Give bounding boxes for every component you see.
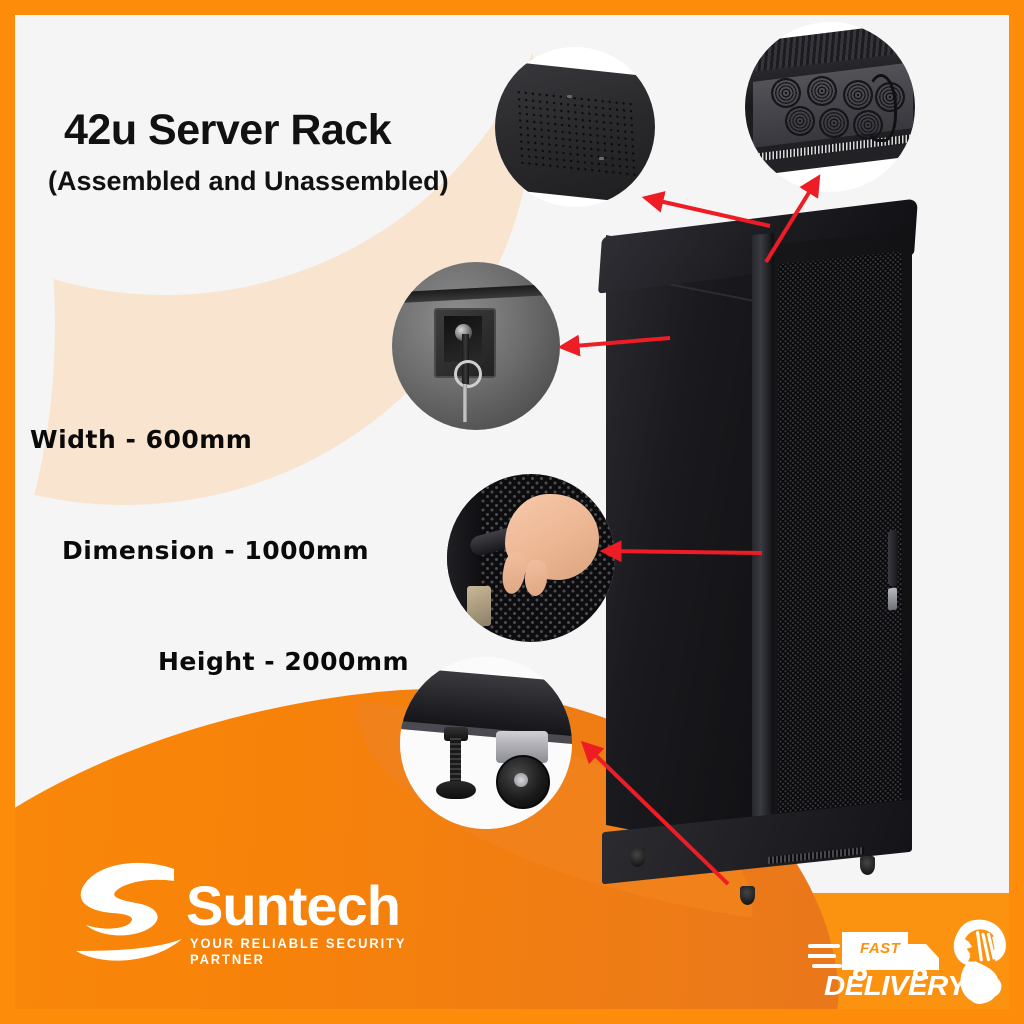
keyring-icon <box>454 360 482 388</box>
key-blade <box>463 384 467 422</box>
door-lock-barrel <box>467 586 491 626</box>
power-cable <box>865 74 897 142</box>
spec-dimension: Dimension - 1000mm <box>62 536 370 565</box>
cooling-fan-icon <box>807 76 837 106</box>
panel-screw <box>599 157 604 160</box>
cooling-fan-icon <box>785 106 815 136</box>
fast-delivery-badge: FAST DELIVERY <box>808 918 1008 1014</box>
cooling-fan-icon <box>771 78 801 108</box>
brand-name: Suntech <box>186 874 401 937</box>
product-subtitle: (Assembled and Unassembled) <box>48 166 449 196</box>
rack-door-handle <box>888 529 898 587</box>
caster-wheel-and-leveling-foot-detail <box>400 657 572 829</box>
suntech-swoosh-mark-icon <box>76 862 182 961</box>
panel-screw <box>567 95 572 98</box>
cooling-fan-icon <box>819 108 849 138</box>
delivery-truck-icon <box>808 932 939 981</box>
rack-corner-pillar <box>752 232 774 842</box>
spec-width: Width - 600mm <box>30 425 253 454</box>
mesh-door-handle-detail <box>447 474 615 642</box>
rack-caster <box>860 856 875 875</box>
brand-tagline: YOUR RELIABLE SECURITY PARTNER <box>190 935 407 967</box>
caster-hub <box>514 773 528 787</box>
door-lock-and-key-detail <box>392 262 560 430</box>
rack-caster <box>740 886 755 905</box>
rack-caster <box>630 848 645 867</box>
fast-label: FAST <box>860 940 901 957</box>
panel-perforation-pattern <box>515 88 639 178</box>
product-title: 42u Server Rack <box>64 106 392 154</box>
suntech-logo: Suntech YOUR RELIABLE SECURITY PARTNER <box>70 855 450 970</box>
rack-side-panel <box>606 235 760 855</box>
roof-fan-tray-detail <box>745 22 915 192</box>
delivery-label: DELIVERY <box>824 970 967 1001</box>
leveling-foot-pad <box>436 781 476 799</box>
spec-height: Height - 2000mm <box>158 647 410 676</box>
leveling-foot-threaded-stem <box>450 735 461 785</box>
server-rack-cabinet-photo <box>592 196 932 905</box>
key-body <box>462 334 469 384</box>
merlion-icon <box>953 919 1006 1004</box>
caster-wheel-icon <box>496 755 550 809</box>
rack-door-lock <box>888 587 897 611</box>
perforated-top-panel-detail <box>495 47 655 207</box>
rack-mesh-door-perforation <box>778 251 902 819</box>
